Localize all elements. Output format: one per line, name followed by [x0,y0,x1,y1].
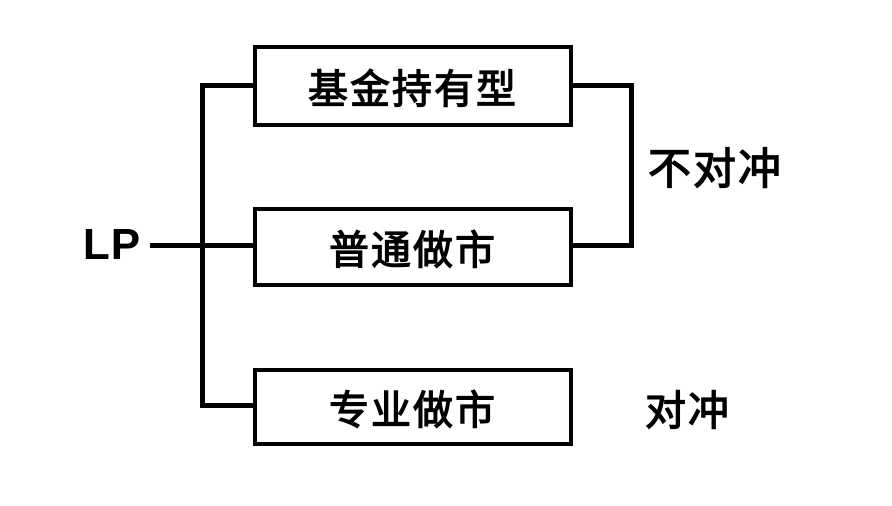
group-label-hedged: 对冲 [645,388,731,434]
trunk-line [200,83,205,408]
node-box-professional-market-making: 专业做市 [253,368,573,446]
branch-line-bottom [200,403,253,408]
node-label-fund-holding: 基金持有型 [308,68,518,112]
node-box-ordinary-market-making: 普通做市 [253,207,573,287]
bracket-vertical-line [629,83,634,248]
node-label-professional-market-making: 专业做市 [329,389,497,433]
root-label: LP [82,220,142,269]
bracket-top-line [573,83,634,88]
group-label-unhedged: 不对冲 [648,146,783,194]
node-label-ordinary-market-making: 普通做市 [329,229,497,273]
branch-line-top [200,83,253,88]
node-box-fund-holding: 基金持有型 [253,45,573,127]
bracket-bottom-line [573,243,634,248]
